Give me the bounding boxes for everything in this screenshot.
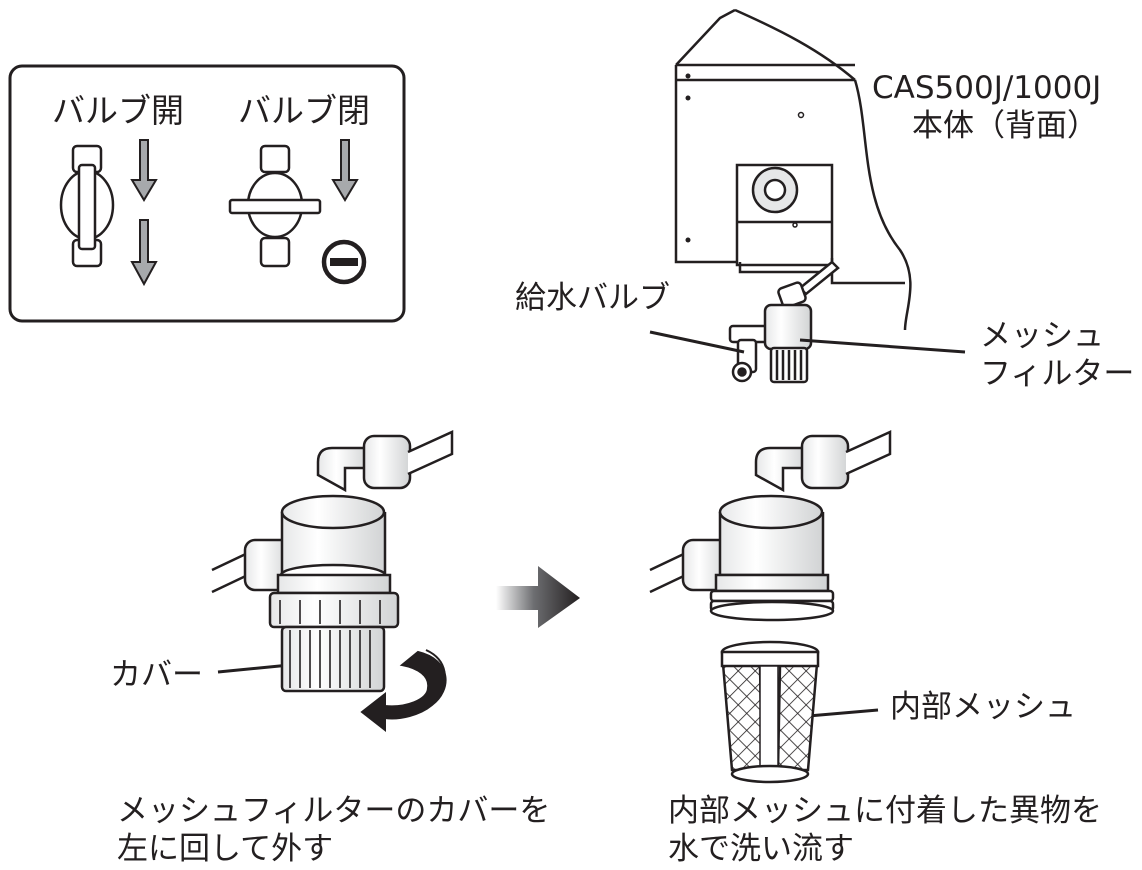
rear-view-label: 本体（背面） [912,108,1098,144]
machine-screws [685,73,805,243]
inner-mesh-label: 内部メッシュ [890,689,1076,725]
cover-label: カバー [110,657,203,693]
valve-closed-label: バルブ閉 [238,91,370,130]
step-right-caption-line2: 水で洗い流す [668,831,854,867]
filter-without-cover [649,430,892,622]
flow-down-arrow-icon [130,139,158,202]
valve-closed-icon [228,144,322,268]
filter-with-cover [211,430,454,693]
mesh-filter-label-line1: メッシュ [980,318,1104,354]
mesh-filter-label-line2: フィルター [980,356,1135,392]
supply-valve-small [728,303,813,384]
valve-open-icon [59,144,115,268]
flow-down-arrow-icon [331,139,359,202]
supply-pipe [777,260,840,309]
flow-down-arrow-icon [130,219,158,287]
next-step-arrow-icon [496,566,580,628]
machine-rear-body [674,8,912,331]
cover-ridges [279,600,381,688]
step-left-caption-line2: 左に回して外す [117,831,334,867]
valve-open-label: バルブ開 [52,91,184,130]
valve-legend-box [8,64,406,323]
no-flow-icon [321,239,367,285]
step-left-caption-line1: メッシュフィルターのカバーを [117,793,551,829]
rotate-left-arrow-icon [360,649,447,733]
model-label: CAS500J/1000J [872,70,1102,106]
step-right-caption-line1: 内部メッシュに付着した異物を [668,793,1102,829]
supply-valve-label: 給水バルブ [515,280,670,316]
inner-mesh-icon [720,640,820,784]
